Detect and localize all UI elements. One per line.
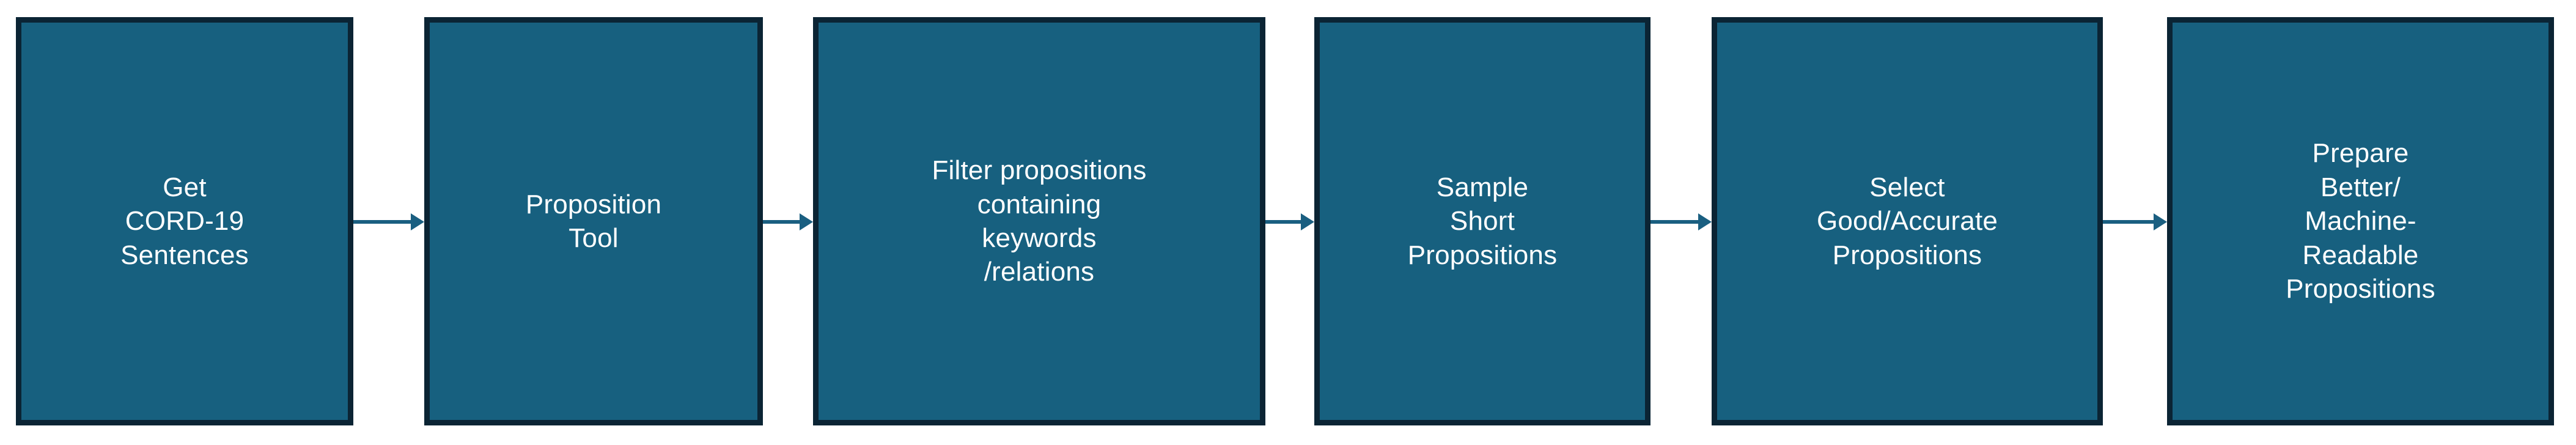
flowchart-arrow-3 [1265,213,1314,230]
arrow-shaft [763,220,800,224]
flowchart-node-label: Proposition Tool [525,189,662,253]
flowchart-node-label: Filter propositions containing keywords … [932,155,1147,287]
flowchart-arrow-5 [2103,213,2167,230]
flowchart-node-label: Get CORD-19 Sentences [120,172,249,270]
arrow-head-icon [800,213,813,230]
flowchart-node-label: Select Good/Accurate Propositions [1816,172,1998,270]
flowchart-node-filter-propositions[interactable]: Filter propositions containing keywords … [813,17,1265,425]
flowchart-node-select-good-accurate-propositions[interactable]: Select Good/Accurate Propositions [1712,17,2103,425]
arrow-head-icon [411,213,424,230]
flowchart-node-proposition-tool[interactable]: Proposition Tool [424,17,763,425]
flowchart-node-sample-short-propositions[interactable]: Sample Short Propositions [1314,17,1650,425]
flowchart-node-prepare-machine-readable-propositions[interactable]: Prepare Better/ Machine- Readable Propos… [2167,17,2554,425]
flowchart-node-get-cord-19-sentences[interactable]: Get CORD-19 Sentences [16,17,353,425]
flowchart-node-label: Prepare Better/ Machine- Readable Propos… [2286,138,2435,304]
flowchart-arrow-1 [353,213,424,230]
arrow-shaft [2103,220,2154,224]
flowchart-arrow-2 [763,213,813,230]
arrow-head-icon [2154,213,2167,230]
flowchart-node-label: Sample Short Propositions [1407,172,1558,270]
arrow-head-icon [1698,213,1712,230]
flowchart-arrow-4 [1650,213,1712,230]
arrow-shaft [1265,220,1301,224]
arrow-shaft [353,220,411,224]
arrow-shaft [1650,220,1699,224]
arrow-head-icon [1301,213,1314,230]
